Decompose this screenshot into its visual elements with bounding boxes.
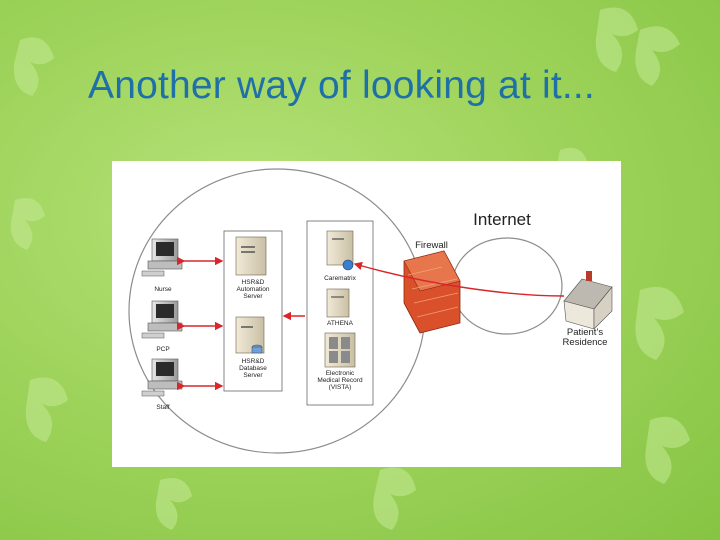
butterfly-decoration bbox=[645, 416, 690, 484]
athena-server-label: ATHENA bbox=[327, 320, 353, 327]
carematrix-server-label: Carematrix bbox=[324, 275, 356, 282]
workstation-nurse-label: Nurse bbox=[154, 286, 172, 293]
automation-server-frame bbox=[223, 230, 283, 392]
automation-server-label: HSR&D Automation Server bbox=[236, 279, 270, 301]
workstation-pcp-icon bbox=[141, 300, 183, 339]
automation-server-icon bbox=[235, 236, 267, 276]
vista-server-frame bbox=[306, 220, 374, 406]
butterfly-decoration bbox=[595, 7, 638, 72]
firewall-label: Firewall bbox=[415, 240, 448, 251]
diagram-graphics bbox=[128, 168, 613, 454]
database-server-icon bbox=[235, 316, 265, 354]
slide-title: Another way of looking at it... bbox=[88, 64, 595, 107]
emr-server-label: Electronic Medical Record (VISTA) bbox=[317, 370, 363, 392]
athena-server-icon bbox=[326, 288, 350, 318]
butterfly-decoration bbox=[25, 377, 68, 442]
butterfly-decoration bbox=[635, 286, 684, 360]
internet-label: Internet bbox=[473, 210, 531, 229]
butterfly-decoration bbox=[373, 467, 416, 530]
internet-circle bbox=[451, 237, 563, 335]
workstation-pcp-label: PCP bbox=[156, 346, 170, 353]
carematrix-server-icon bbox=[326, 230, 354, 271]
patient-residence-label: Patient’s Residence bbox=[562, 327, 608, 349]
patient-to-carematrix-arrow bbox=[353, 261, 565, 297]
workstation-staff-icon bbox=[141, 358, 183, 397]
workstation-staff-label: Staff bbox=[156, 404, 170, 411]
firewall-icon bbox=[403, 250, 461, 334]
emr-server-icon bbox=[324, 332, 356, 368]
database-server-label: HSR&D Database Server bbox=[239, 358, 267, 380]
butterfly-decoration bbox=[10, 198, 45, 250]
butterfly-decoration bbox=[635, 26, 680, 86]
butterfly-decoration bbox=[13, 37, 54, 96]
butterfly-decoration bbox=[155, 478, 192, 530]
network-diagram: Internet Firewall Patient’s Residence Nu… bbox=[112, 161, 621, 467]
house-icon bbox=[563, 271, 613, 330]
workstation-nurse-icon bbox=[141, 238, 183, 277]
